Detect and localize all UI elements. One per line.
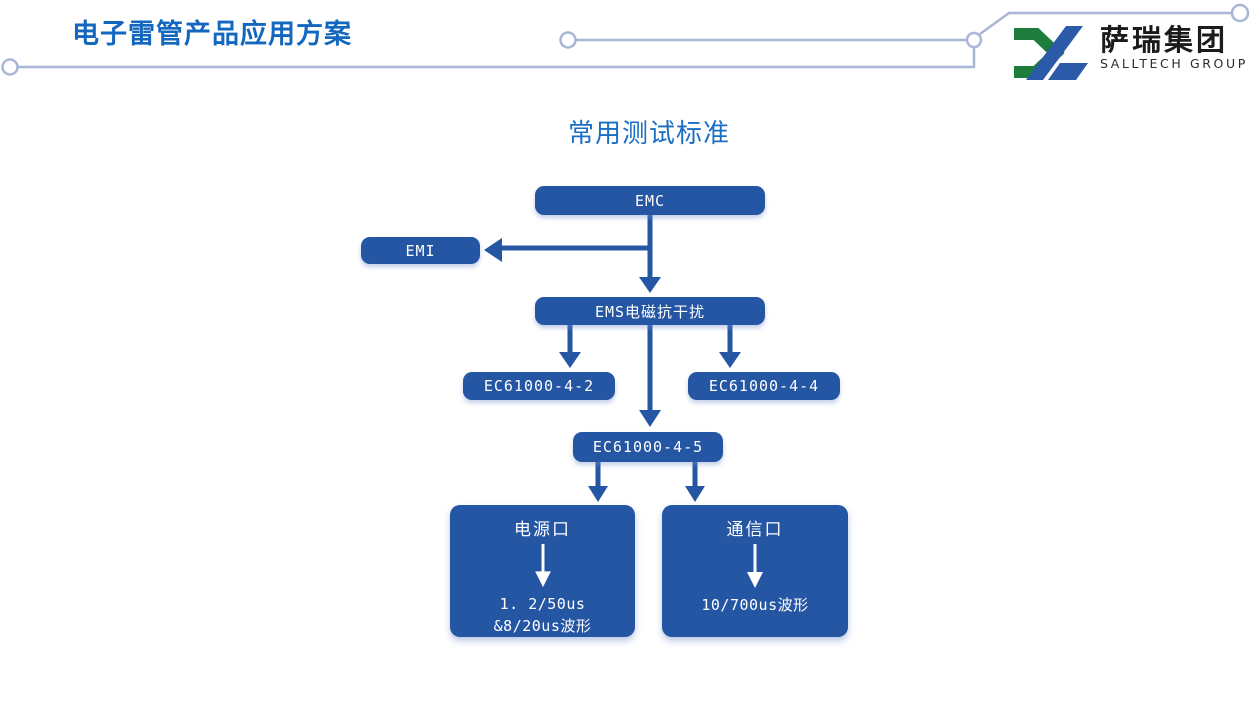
company-subtitle: SALLTECH GROUP [1100, 56, 1248, 71]
node-iec61000-4-5: EC61000-4-5 [573, 432, 723, 462]
arrow-ems-to-iec4 [719, 325, 741, 368]
company-name: 萨瑞集团 [1100, 23, 1229, 57]
company-logo: 萨瑞集团 SALLTECH GROUP [1010, 26, 1248, 82]
waveform-line: 1. 2/50us [499, 595, 586, 613]
node-iec61000-4-2: EC61000-4-2 [463, 372, 615, 400]
down-arrow-icon [534, 543, 551, 588]
decorative-trace-lines [1, 3, 1250, 76]
node-iec61000-4-4: EC61000-4-4 [688, 372, 840, 400]
node-emc: EMC [535, 186, 765, 215]
comm-port-title: 通信口 [726, 520, 784, 540]
arrow-to-emi [484, 238, 652, 262]
node-power-port: 电源口 1. 2/50us &8/20us波形 [450, 505, 635, 637]
node-comm-port: 通信口 10/700us波形 [662, 505, 848, 637]
arrow-ems-to-iec5 [639, 325, 661, 427]
logo-text: 萨瑞集团 SALLTECH GROUP [1100, 26, 1248, 71]
logo-mark-icon [1014, 26, 1088, 80]
waveform-line: 10/700us波形 [701, 596, 809, 614]
arrow-emc-to-ems [639, 215, 661, 293]
arrow-iec5-to-power [588, 462, 608, 502]
power-port-waveforms: 1. 2/50us &8/20us波形 [494, 593, 592, 637]
down-arrow-icon [747, 544, 763, 588]
comm-port-waveforms: 10/700us波形 [701, 594, 808, 616]
page-title: 电子雷管产品应用方案 [72, 19, 352, 50]
node-emi: EMI [361, 237, 480, 264]
waveform-line: &8/20us波形 [493, 617, 592, 635]
arrow-iec5-to-comm [685, 462, 705, 502]
node-ems: EMS电磁抗干扰 [535, 297, 765, 325]
arrow-ems-to-iec2 [559, 325, 581, 368]
diagram-heading: 常用测试标准 [568, 119, 731, 149]
power-port-title: 电源口 [514, 520, 571, 540]
